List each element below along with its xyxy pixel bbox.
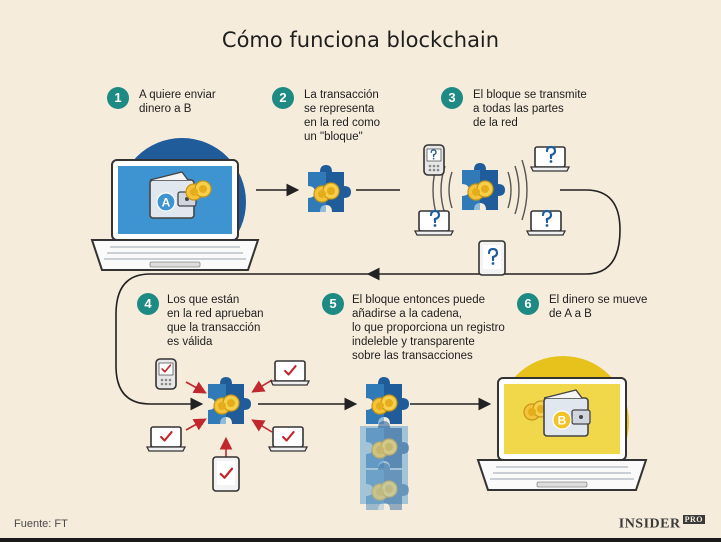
step-2-text: La transacción se representa en la red c… — [304, 89, 381, 143]
sender-wallet-label: A — [162, 196, 171, 210]
page-title: Cómo funciona blockchain — [221, 28, 500, 52]
monitor-icon — [530, 145, 570, 172]
monitor-icon — [268, 426, 308, 452]
step-5-number: 5 — [322, 293, 344, 315]
step-4-text: Los que están en la red aprueban que la … — [167, 294, 264, 348]
source-credit: Fuente: FT — [14, 518, 68, 530]
monitor-icon — [526, 209, 566, 236]
puzzle-block-icon — [308, 165, 351, 212]
wallet-icon: A — [149, 171, 197, 219]
step-3-number: 3 — [441, 87, 463, 109]
brand-name: INSIDER — [618, 516, 681, 532]
monitor-icon — [270, 360, 310, 386]
monitor-icon — [146, 426, 186, 452]
step-1-number: 1 — [107, 87, 129, 109]
step-5-text: El bloque entonces puede añadirse a la c… — [352, 294, 505, 362]
sender-laptop: A — [90, 138, 260, 271]
phone-icon — [155, 358, 177, 390]
network-approval — [146, 358, 310, 492]
phone-icon — [423, 144, 445, 176]
broadcast-network — [414, 144, 570, 276]
step-2-number: 2 — [272, 87, 294, 109]
step-3-text: El bloque se transmite a todas las parte… — [473, 89, 587, 129]
blockchain-stack — [360, 377, 409, 510]
bottom-rule — [0, 538, 721, 542]
receiver-wallet-label: B — [558, 414, 567, 428]
step-1-text: A quiere enviar dinero a B — [139, 89, 216, 115]
puzzle-block-icon — [208, 377, 251, 424]
brand-tag: PRO — [682, 515, 705, 524]
step-4-number: 4 — [137, 293, 159, 315]
step-6-text: El dinero se mueve de A a B — [549, 294, 648, 320]
step-6-number: 6 — [517, 293, 539, 315]
tablet-icon — [212, 456, 240, 492]
monitor-icon — [414, 209, 454, 236]
tablet-icon — [478, 240, 506, 276]
wallet-icon: B — [543, 389, 591, 437]
receiver-laptop: B — [476, 356, 648, 491]
puzzle-block-icon — [462, 163, 505, 210]
